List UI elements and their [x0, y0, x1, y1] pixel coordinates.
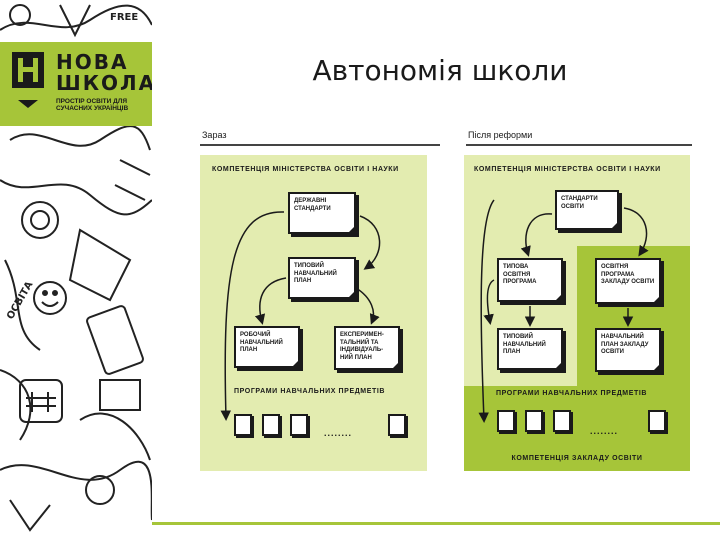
left-dots: ........ [324, 428, 353, 438]
svg-text:FREE: FREE [110, 12, 138, 23]
left-programs-caption: ПРОГРАМИ НАВЧАЛЬНИХ ПРЕДМЕТІВ [234, 388, 386, 395]
right-box-typical-plan: ТИПОВИЙ НАВЧАЛЬНИЙ ПЛАН [497, 328, 563, 370]
right-box-typical-plan-label: ТИПОВИЙ НАВЧАЛЬНИЙ ПЛАН [503, 334, 546, 355]
logo-triangle-icon [18, 100, 38, 108]
left-top-caption: КОМПЕТЕНЦІЯ МІНІСТЕРСТВА ОСВІТИ І НАУКИ [212, 166, 399, 173]
right-box-school-plan: НАВЧАЛЬНИЙ ПЛАН ЗАКЛАДУ ОСВІТИ [595, 328, 661, 372]
left-program-page-3 [290, 414, 308, 436]
nova-shkola-logo-icon [12, 52, 44, 88]
right-box-school-program-label: ОСВІТНЯ ПРОГРАМА ЗАКЛАДУ ОСВІТИ [601, 264, 655, 285]
right-program-page-3 [553, 410, 571, 432]
logo-block: НОВА ШКОЛА ПРОСТІР ОСВІТИ ДЛЯ СУЧАСНИХ У… [0, 42, 152, 126]
right-box-typical-program-label: ТИПОВА ОСВІТНЯ ПРОГРАМА [503, 264, 537, 285]
right-dots: ........ [590, 426, 619, 436]
slide-title: Автономія школи [312, 54, 568, 87]
right-program-page-1 [497, 410, 515, 432]
logo-tagline: ПРОСТІР ОСВІТИ ДЛЯ СУЧАСНИХ УКРАЇНЦІВ [56, 98, 129, 112]
right-box-school-program: ОСВІТНЯ ПРОГРАМА ЗАКЛАДУ ОСВІТИ [595, 258, 661, 304]
logo-line2: ШКОЛА [56, 71, 152, 95]
right-program-page-4 [648, 410, 666, 432]
right-bottom-caption: КОМПЕТЕНЦІЯ ЗАКЛАДУ ОСВІТИ [511, 455, 643, 462]
right-box-typical-program: ТИПОВА ОСВІТНЯ ПРОГРАМА [497, 258, 563, 302]
right-top-caption: КОМПЕТЕНЦІЯ МІНІСТЕРСТВА ОСВІТИ І НАУКИ [474, 166, 661, 173]
left-program-page-4 [388, 414, 406, 436]
right-programs-caption: ПРОГРАМИ НАВЧАЛЬНИХ ПРЕДМЕТІВ [496, 390, 648, 397]
left-box-standards-label: ДЕРЖАВНІ СТАНДАРТИ [294, 198, 331, 212]
right-box-school-plan-label: НАВЧАЛЬНИЙ ПЛАН ЗАКЛАДУ ОСВІТИ [601, 334, 649, 355]
bottom-accent-line [152, 522, 720, 525]
right-box-standards-label: СТАНДАРТИ ОСВІТИ [561, 196, 598, 210]
svg-text:ОСВІТА: ОСВІТА [5, 280, 36, 322]
left-box-experimental-label: ЕКСПЕРИМЕН-ТАЛЬНИЙ ТА ІНДИВІДУАЛЬ-НИЙ ПЛ… [340, 332, 384, 361]
left-box-typical-plan-label: ТИПОВИЙ НАВЧАЛЬНИЙ ПЛАН [294, 263, 337, 284]
doodle-background: ОСВІТА FREE НОВА ШКОЛА ПРОСТІР ОСВІТИ ДЛ… [0, 0, 152, 540]
left-box-typical-plan: ТИПОВИЙ НАВЧАЛЬНИЙ ПЛАН [288, 257, 356, 299]
left-program-page-2 [262, 414, 280, 436]
left-box-working-plan: РОБОЧИЙ НАВЧАЛЬНИЙ ПЛАН [234, 326, 300, 368]
left-box-working-plan-label: РОБОЧИЙ НАВЧАЛЬНИЙ ПЛАН [240, 332, 283, 353]
right-program-page-2 [525, 410, 543, 432]
logo-line1: НОВА [56, 50, 129, 74]
doodle-illustration: ОСВІТА FREE [0, 4, 152, 532]
right-box-standards: СТАНДАРТИ ОСВІТИ [555, 190, 619, 230]
left-box-experimental: ЕКСПЕРИМЕН-ТАЛЬНИЙ ТА ІНДИВІДУАЛЬ-НИЙ ПЛ… [334, 326, 400, 370]
left-panel-rule [200, 144, 440, 146]
left-box-standards: ДЕРЖАВНІ СТАНДАРТИ [288, 192, 356, 234]
left-program-page-1 [234, 414, 252, 436]
left-panel-heading: Зараз [202, 130, 227, 140]
right-panel-heading: Після реформи [468, 130, 533, 140]
right-panel-rule [466, 144, 692, 146]
